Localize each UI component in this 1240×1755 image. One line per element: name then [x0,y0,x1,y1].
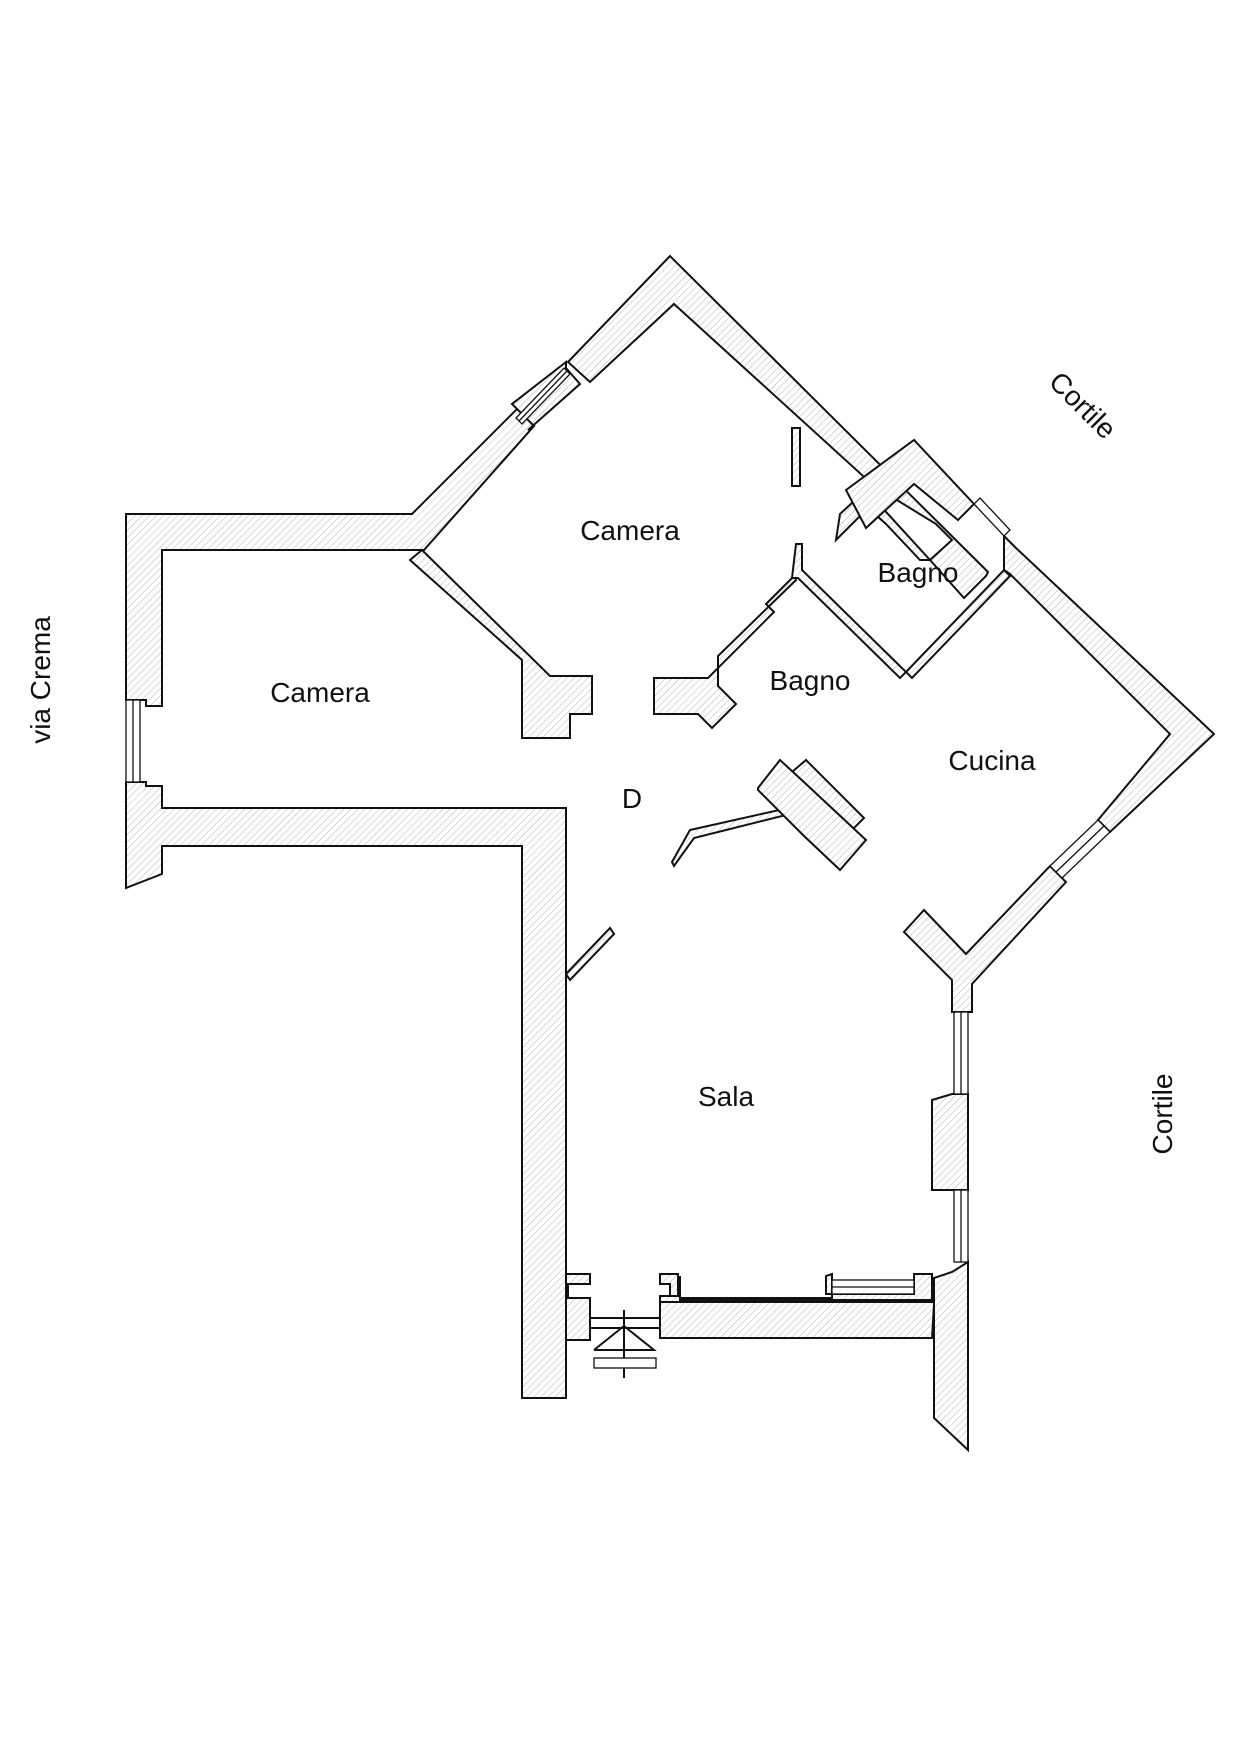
wall-cucina-exterior [1003,533,1216,834]
wall-sala-right-pier [931,1093,969,1191]
label-via-crema: via Crema [25,616,56,744]
window-bagno-top [973,497,1011,537]
label-camera-top: Camera [580,515,680,546]
label-bagno-top: Bagno [878,557,959,588]
wall-bagno-corner [844,438,976,530]
interior-walls [408,427,1012,982]
wall-bagno-bagno [904,568,1012,680]
wall-left-wing-lower [125,781,567,1399]
wall-bagno-center-left [653,571,798,730]
label-camera-left: Camera [270,677,370,708]
label-cucina: Cucina [948,745,1036,776]
wall-sala-bottom-sill [659,1299,935,1339]
wall-entrance-left [565,1273,591,1341]
wall-camera-closet [791,427,801,487]
window-camera-top-pane [518,370,568,422]
label-bagno-center: Bagno [770,665,851,696]
wall-entry-stub [564,926,616,982]
window-cucina-pane [1055,825,1105,873]
wall-cucina-left [757,758,868,872]
label-cortile-top: Cortile [1043,366,1122,445]
wall-bagno-center-top [790,543,908,680]
label-cortile-right: Cortile [1147,1074,1178,1155]
pillar-center-left [408,548,593,739]
exterior-walls [125,254,1216,1453]
wall-cucina-corridor [670,758,866,868]
wall-cucina-lower [902,864,1068,1013]
wall-entrance-right [659,1273,679,1297]
windows [125,367,1111,1295]
label-sala: Sala [698,1081,754,1112]
room-labels: Camera Camera Bagno Bagno Cucina D Sala [270,515,1036,1112]
entrance-arrow [593,1324,657,1351]
entrance-step [593,1357,657,1369]
wall-camera-top-ridge [566,254,990,600]
entrance-symbol [590,1310,660,1378]
wall-left-wing-upper [125,402,536,707]
label-disimpegno: D [622,783,642,814]
